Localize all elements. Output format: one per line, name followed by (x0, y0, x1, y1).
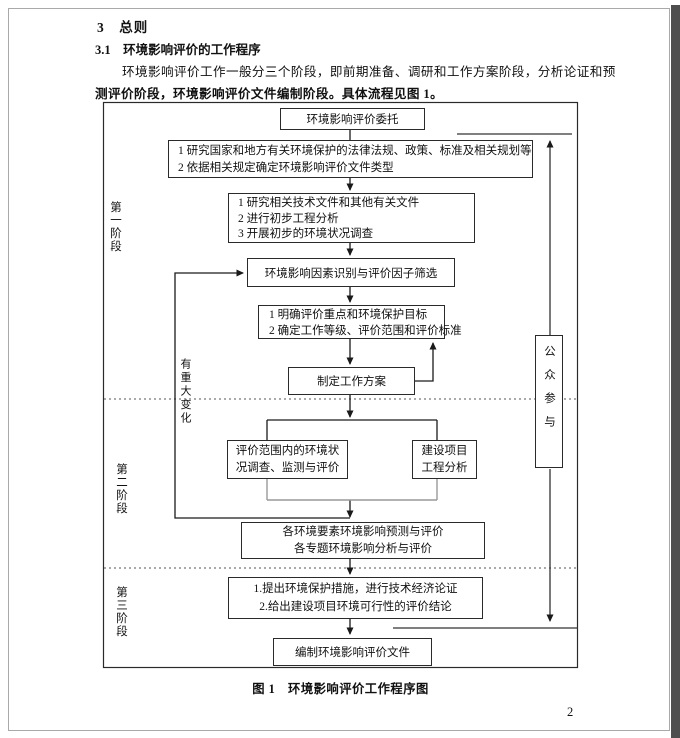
merge-branches (266, 479, 438, 501)
node-survey-line1: 评价范围内的环境状 (235, 444, 340, 457)
node-measures-line1: 1.提出环境保护措施，进行技术经济论证 (253, 583, 458, 595)
subsection-heading: 3.1 环境影响评价的工作程序 (95, 43, 261, 57)
stage-label-1: 第一阶段 (109, 201, 121, 253)
node-measures: 1.提出环境保护措施，进行技术经济论证 2.给出建设项目环境可行性的评价结论 (228, 577, 483, 619)
feedback-major-change (174, 269, 350, 519)
section-heading: 3 总则 (97, 20, 149, 35)
node-plan-label: 制定工作方案 (317, 376, 386, 388)
paragraph-line-1: 环境影响评价工作一般分三个阶段，即前期准备、调研和工作方案阶段，分析论证和预 (122, 65, 616, 79)
node-plan: 制定工作方案 (288, 367, 415, 395)
node-prep-line1: 1 研究国家和地方有关环境保护的法律法规、政策、标准及相关规划等 (178, 145, 532, 157)
node-survey-line2: 况调查、监测与评价 (235, 461, 340, 474)
node-entrust: 环境影响评价委托 (280, 108, 425, 130)
node-prep: 1 研究国家和地方有关环境保护的法律法规、政策、标准及相关规划等 2 依据相关规… (168, 140, 533, 178)
node-compile-label: 编制环境影响评价文件 (295, 647, 410, 659)
node-prep-line2: 2 依据相关规定确定环境影响评价文件类型 (178, 161, 394, 174)
node-predict-line2: 各专题环境影响分析与评价 (294, 542, 432, 555)
page-right-shadow (671, 5, 680, 738)
node-project-analysis: 建设项目 工程分析 (412, 440, 477, 479)
major-change-note: 有重大变化 (179, 358, 191, 426)
node-research-line2: 2 进行初步工程分析 (238, 212, 339, 225)
node-clarify-line2: 2 确定工作等级、评价范围和评价标准 (269, 324, 462, 337)
stage-label-3: 第三阶段 (115, 586, 127, 638)
node-survey: 评价范围内的环境状 况调查、监测与评价 (227, 440, 348, 479)
node-compile: 编制环境影响评价文件 (273, 638, 432, 666)
feedback-plan-clarify (415, 342, 437, 382)
figure-caption: 图 1 环境影响评价工作程序图 (252, 682, 429, 696)
paragraph-line-2: 测评价阶段，环境影响评价文件编制阶段。具体流程见图 1。 (95, 87, 444, 101)
node-research-line1: 1 研究相关技术文件和其他有关文件 (238, 197, 420, 209)
page-number: 2 (567, 705, 574, 719)
node-project-analysis-line2: 工程分析 (421, 461, 468, 474)
node-entrust-label: 环境影响评价委托 (306, 114, 399, 126)
node-measures-line2: 2.给出建设项目环境可行性的评价结论 (259, 601, 452, 613)
split-branches (266, 419, 438, 440)
node-predict: 各环境要素环境影响预测与评价 各专题环境影响分析与评价 (241, 522, 485, 559)
node-research-line3: 3 开展初步的环境状况调查 (238, 228, 374, 240)
node-predict-line1: 各环境要素环境影响预测与评价 (282, 526, 444, 538)
node-public-participation-label: 公众参与 (543, 345, 555, 439)
node-public-participation: 公众参与 (535, 335, 563, 468)
node-clarify-line1: 1 明确评价重点和环境保护目标 (269, 309, 428, 321)
node-clarify: 1 明确评价重点和环境保护目标 2 确定工作等级、评价范围和评价标准 (258, 305, 462, 339)
page-border (8, 8, 670, 731)
node-identify: 环境影响因素识别与评价因子筛选 (247, 258, 455, 287)
figure-frame (102, 101, 579, 669)
stage-label-2: 第二阶段 (115, 463, 127, 515)
node-project-analysis-line1: 建设项目 (421, 444, 468, 457)
node-research: 1 研究相关技术文件和其他有关文件 2 进行初步工程分析 3 开展初步的环境状况… (228, 193, 475, 243)
node-identify-label: 环境影响因素识别与评价因子筛选 (264, 267, 438, 280)
